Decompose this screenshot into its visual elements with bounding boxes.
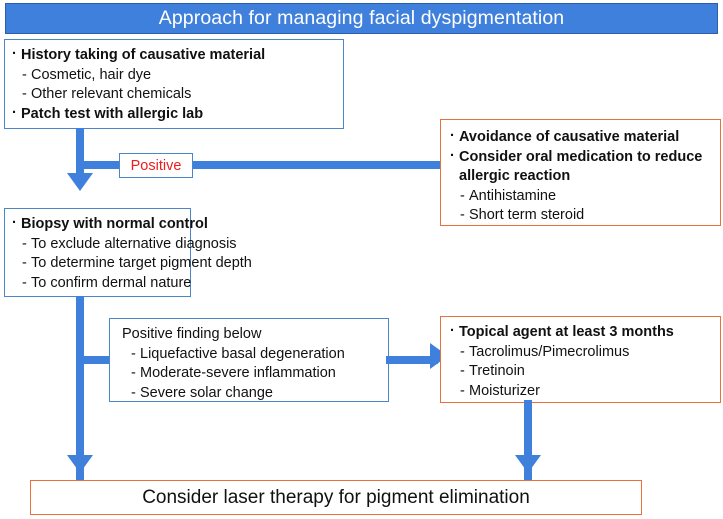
biopsy-list: Biopsy with normal control To exclude al…	[11, 214, 252, 294]
list-item-continuation: allergic reaction	[459, 168, 571, 184]
box-positive-finding: Positive finding below Liquefactive basa…	[109, 318, 389, 403]
connector-branch-to-positive-finding	[80, 356, 114, 364]
list-item-main: Consider oral medication to reduce	[459, 148, 703, 165]
list-item: Antihistamine	[449, 187, 720, 207]
list-item: Short term steroid	[449, 206, 720, 226]
chart-title-text: Approach for managing facial dyspigmenta…	[158, 7, 565, 29]
label-positive-text: Positive	[130, 157, 182, 174]
history-list: History taking of causative material Cos…	[11, 45, 343, 125]
connector-topical-down	[524, 400, 532, 482]
list-item: History taking of causative material	[11, 45, 343, 66]
list-item: Liquefactive basal degeneration	[120, 345, 388, 365]
list-item: To exclude alternative diagnosis	[11, 235, 237, 255]
list-item: Other relevant chemicals	[11, 85, 343, 105]
list-item: Avoidance of causative material	[449, 127, 720, 148]
avoidance-list: Avoidance of causative material Consider…	[449, 127, 720, 226]
box-biopsy: Biopsy with normal control To exclude al…	[4, 208, 252, 297]
box-laser-therapy: Consider laser therapy for pigment elimi…	[30, 480, 642, 515]
list-item: Tretinoin	[449, 362, 720, 382]
list-item: Patch test with allergic lab	[11, 104, 343, 125]
arrowhead-to-laser-left	[67, 455, 93, 473]
box-topical-agent: Topical agent at least 3 months Tacrolim…	[440, 316, 721, 403]
arrowhead-history-to-biopsy	[67, 173, 93, 191]
box-avoidance: Avoidance of causative material Consider…	[440, 119, 721, 226]
connector-branch-to-positive-chip	[76, 161, 126, 169]
chart-title-bar: Approach for managing facial dyspigmenta…	[5, 3, 718, 34]
topical-list: Topical agent at least 3 months Tacrolim…	[449, 322, 720, 402]
box-history-taking: History taking of causative material Cos…	[4, 39, 344, 129]
connector-history-down	[76, 128, 84, 176]
list-item: Topical agent at least 3 months	[449, 322, 720, 343]
arrowhead-to-laser-right	[515, 455, 541, 473]
list-item: To confirm dermal nature	[11, 274, 191, 294]
label-positive: Positive	[119, 153, 193, 178]
list-item: Cosmetic, hair dye	[11, 66, 343, 86]
list-item: Consider oral medication to reduce allerg…	[449, 147, 720, 187]
list-item: Severe solar change	[120, 384, 388, 404]
list-item: Biopsy with normal control	[11, 214, 208, 235]
positive-finding-header: Positive finding below	[122, 326, 262, 342]
laser-therapy-text: Consider laser therapy for pigment elimi…	[142, 486, 530, 508]
connector-positive-finding-to-topical	[386, 356, 438, 364]
list-item: Moderate-severe inflammation	[120, 364, 388, 384]
list-item: Moisturizer	[449, 382, 720, 402]
positive-finding-list: Positive finding below Liquefactive basa…	[120, 325, 388, 403]
connector-positive-to-avoidance	[186, 161, 453, 169]
connector-biopsy-down	[76, 296, 84, 481]
list-item: Tacrolimus/Pimecrolimus	[449, 343, 720, 363]
list-item: To determine target pigment depth	[11, 254, 252, 274]
